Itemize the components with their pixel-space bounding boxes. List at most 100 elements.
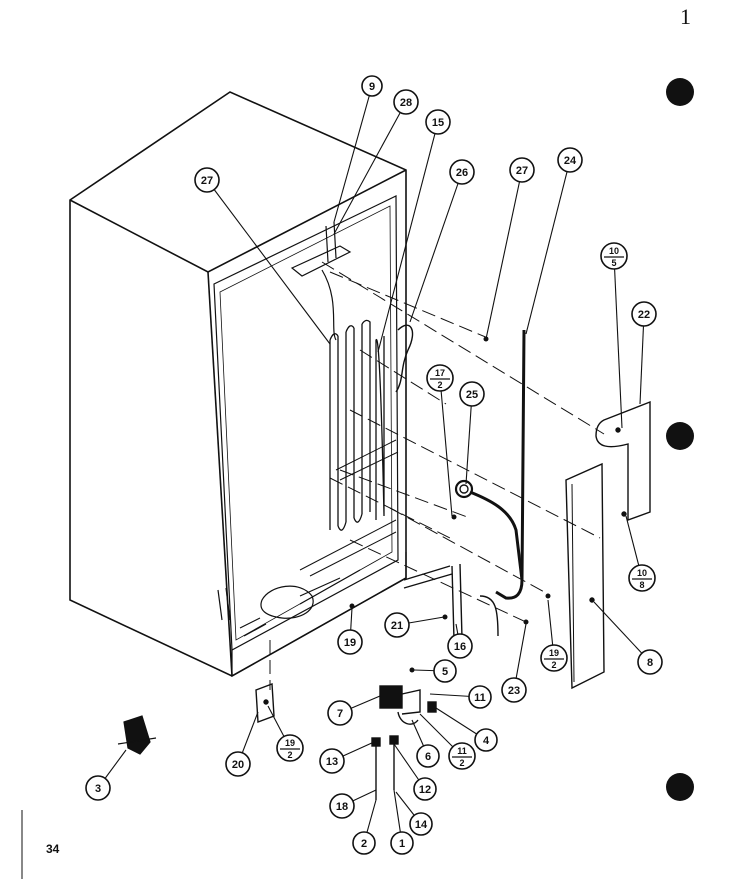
callout-circle — [384, 612, 410, 638]
callout-label: 8 — [647, 657, 653, 669]
top-bracket — [290, 245, 352, 277]
callout-label: 27 — [516, 165, 528, 177]
callout-c24: 24 — [557, 147, 583, 173]
callout-label: 16 — [454, 641, 466, 653]
callout-layer: 9281526272724222582116231951174613121814… — [85, 75, 663, 855]
leader-c22 — [639, 313, 645, 405]
callout-c19a: 19 — [337, 629, 363, 655]
callout-c14: 14 — [409, 812, 433, 836]
callout-circle — [416, 744, 440, 768]
callout-circle — [409, 812, 433, 836]
callout-circle — [337, 629, 363, 655]
compressor — [217, 569, 361, 637]
callout-denominator: 2 — [551, 660, 556, 670]
page-number: 34 — [46, 842, 60, 856]
callout-circle — [361, 75, 383, 97]
callout-c16: 16 — [447, 633, 473, 659]
callout-circle — [474, 728, 498, 752]
power-cord — [454, 329, 526, 600]
callout-label: 18 — [336, 801, 348, 813]
callout-c28: 28 — [393, 89, 419, 115]
callout-label: 7 — [337, 708, 343, 720]
leader-lines — [97, 85, 651, 844]
callout-circle — [557, 147, 583, 173]
callout-numerator: 19 — [285, 738, 295, 748]
callout-circle — [433, 659, 457, 683]
callout-label: 28 — [400, 97, 412, 109]
callout-circle — [413, 777, 437, 801]
callout-c13: 13 — [319, 748, 345, 774]
back-inner-border — [213, 195, 399, 651]
callout-label: 4 — [483, 735, 490, 747]
callout-circle — [426, 364, 454, 392]
callout-label: 21 — [391, 620, 403, 632]
callout-circle — [509, 157, 535, 183]
callout-c5: 5 — [433, 659, 457, 683]
leader-c9 — [333, 85, 373, 223]
leader-f10_5 — [613, 255, 623, 429]
callout-numerator: 11 — [457, 746, 467, 756]
leader-c27b — [485, 169, 523, 340]
callout-circle — [501, 677, 527, 703]
callout-circle — [425, 109, 451, 135]
callout-c6: 6 — [416, 744, 440, 768]
callout-c26: 26 — [449, 159, 475, 185]
callout-label: 23 — [508, 685, 520, 697]
callout-circle — [447, 633, 473, 659]
callout-label: 13 — [326, 756, 338, 768]
callout-label: 19 — [344, 637, 356, 649]
callout-label: 27 — [201, 175, 213, 187]
callout-label: 2 — [361, 838, 367, 850]
callout-numerator: 10 — [609, 246, 619, 256]
callout-denominator: 8 — [639, 580, 644, 590]
callout-circle — [637, 649, 663, 675]
callout-circle — [225, 751, 251, 777]
callout-circle — [329, 793, 355, 819]
callout-label: 22 — [638, 309, 650, 321]
callout-c20: 20 — [225, 751, 251, 777]
callout-denominator: 2 — [459, 758, 464, 768]
callout-c22: 22 — [631, 301, 657, 327]
base-compartment — [231, 552, 407, 678]
screws — [349, 336, 551, 673]
leader-c24 — [525, 159, 571, 335]
callout-label: 1 — [399, 838, 405, 850]
cover-plate — [595, 400, 651, 521]
callout-label: 6 — [425, 751, 431, 763]
callout-circle — [194, 167, 220, 193]
leader-c26 — [409, 171, 463, 323]
callout-c21: 21 — [384, 612, 410, 638]
callout-c9: 9 — [361, 75, 383, 97]
cabinet — [69, 91, 414, 678]
callout-circle — [600, 242, 628, 270]
leader-c27a — [206, 179, 331, 345]
water-valve — [379, 685, 403, 709]
leveler — [117, 715, 157, 755]
callout-f10_8: 108 — [628, 564, 656, 592]
callout-label: 26 — [456, 167, 468, 179]
callout-circle — [631, 301, 657, 327]
binder-holes — [666, 78, 694, 801]
callout-circle — [390, 831, 414, 855]
corner-mark: 1 — [680, 4, 691, 29]
callout-circle — [327, 700, 353, 726]
callout-c15: 15 — [425, 109, 451, 135]
callout-denominator: 5 — [611, 258, 616, 268]
callout-c1: 1 — [390, 831, 414, 855]
callout-label: 20 — [232, 759, 244, 771]
callout-circle — [319, 748, 345, 774]
callout-f11_2: 112 — [448, 742, 476, 770]
leader-c25 — [465, 393, 473, 485]
leader-c28 — [333, 101, 407, 235]
callout-label: 9 — [369, 81, 375, 93]
callout-label: 25 — [466, 389, 478, 401]
callout-circle — [468, 685, 492, 709]
leader-c8 — [593, 601, 651, 663]
callout-circle — [540, 644, 568, 672]
callout-f19_2a: 192 — [540, 644, 568, 672]
callout-label: 12 — [419, 784, 431, 796]
cabinet-outline — [69, 91, 407, 677]
callout-circle — [449, 159, 475, 185]
callout-circle — [393, 89, 419, 115]
